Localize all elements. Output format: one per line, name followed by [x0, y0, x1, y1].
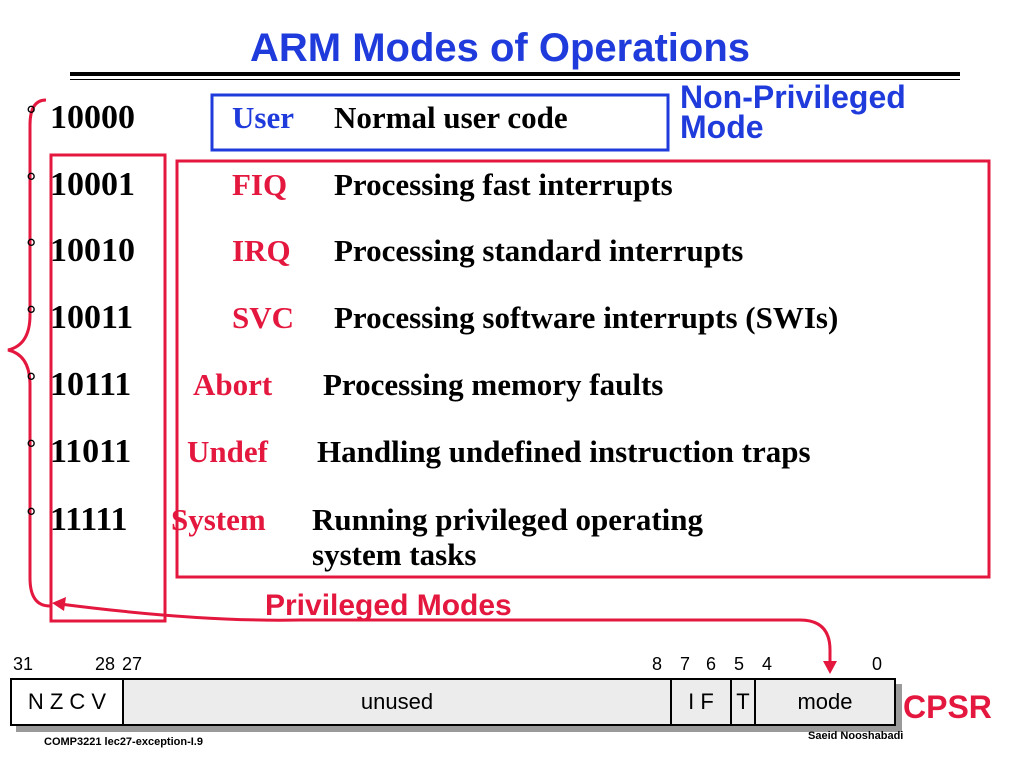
mode-name: SVC [232, 300, 295, 335]
page-title: ARM Modes of Operations [249, 26, 751, 70]
mode-code: 11011 [50, 433, 132, 470]
title-rule [70, 72, 960, 76]
cpsr-register: N Z C V unused I F T mode [10, 678, 896, 726]
bit-number: 5 [734, 654, 745, 674]
bit-number: 8 [652, 654, 663, 674]
privileged-modes-box [175, 159, 991, 579]
bit-number: 6 [706, 654, 717, 674]
non-privileged-label-line1: Non-Privileged [680, 79, 906, 115]
mode-description: Normal user code [334, 100, 568, 135]
field-divider [122, 680, 124, 724]
mode-name: User [232, 100, 294, 135]
bit-number: 7 [680, 654, 691, 674]
bit-number: 0 [872, 654, 883, 674]
footer-course: COMP3221 lec27-exception-I.9 [44, 736, 203, 748]
mode-description: Handling undefined instruction traps [317, 434, 811, 469]
cpsr-label: CPSR [903, 689, 992, 725]
field-divider [754, 680, 756, 724]
mode-code: 10111 [50, 366, 132, 403]
cpsr-if-field: I F [672, 680, 730, 724]
cpsr-flags-field: N Z C V [27, 689, 107, 714]
user-mode-box [210, 93, 670, 152]
footer-author: Saeid Nooshabadi [808, 730, 904, 742]
mode-code: 11111 [50, 501, 128, 538]
mode-name: IRQ [232, 233, 291, 268]
list-bullet: ° [26, 502, 37, 532]
list-bullet: ° [26, 434, 37, 464]
mode-description: Processing software interrupts (SWIs) [334, 300, 839, 335]
mode-description: Processing memory faults [323, 367, 664, 402]
bit-number: 27 [122, 654, 143, 674]
mode-code: 10011 [50, 299, 134, 336]
mode-description-line2: system tasks [312, 537, 477, 572]
mode-name: System [171, 502, 266, 537]
mode-name: Undef [187, 434, 268, 469]
mode-code: 10001 [50, 166, 135, 203]
list-bullet: ° [26, 300, 37, 330]
mode-code: 10010 [50, 232, 135, 269]
list-bullet: ° [26, 167, 37, 197]
mode-name: Abort [193, 367, 273, 402]
arrow-head-left [52, 597, 66, 611]
non-privileged-label-line2: Mode [680, 109, 764, 145]
field-divider [670, 680, 672, 724]
bit-number: 31 [13, 654, 34, 674]
mode-code: 10000 [50, 99, 135, 136]
mode-codes-box [49, 153, 167, 623]
non-privileged-label: Non-Privileged Mode [680, 79, 906, 145]
cpsr-mode-field: mode [756, 680, 894, 724]
privileged-modes-label: Privileged Modes [265, 589, 512, 622]
bit-number: 4 [762, 654, 773, 674]
cpsr-t-field: T [732, 680, 754, 724]
title-rule-thin [70, 79, 960, 80]
mode-description: Processing standard interrupts [334, 233, 744, 268]
left-brace [7, 98, 51, 608]
list-bullet: ° [26, 367, 37, 397]
arrow-head-down [823, 661, 837, 674]
mode-description-line1: Running privileged operating [312, 502, 703, 537]
bit-number: 28 [95, 654, 116, 674]
mode-description: Processing fast interrupts [334, 167, 673, 202]
mode-arrow-line [59, 602, 832, 665]
field-divider [730, 680, 732, 724]
list-bullet: ° [26, 233, 37, 263]
cpsr-unused-field: unused [124, 680, 670, 724]
mode-name: FIQ [232, 167, 288, 202]
list-bullet: ° [26, 100, 37, 130]
